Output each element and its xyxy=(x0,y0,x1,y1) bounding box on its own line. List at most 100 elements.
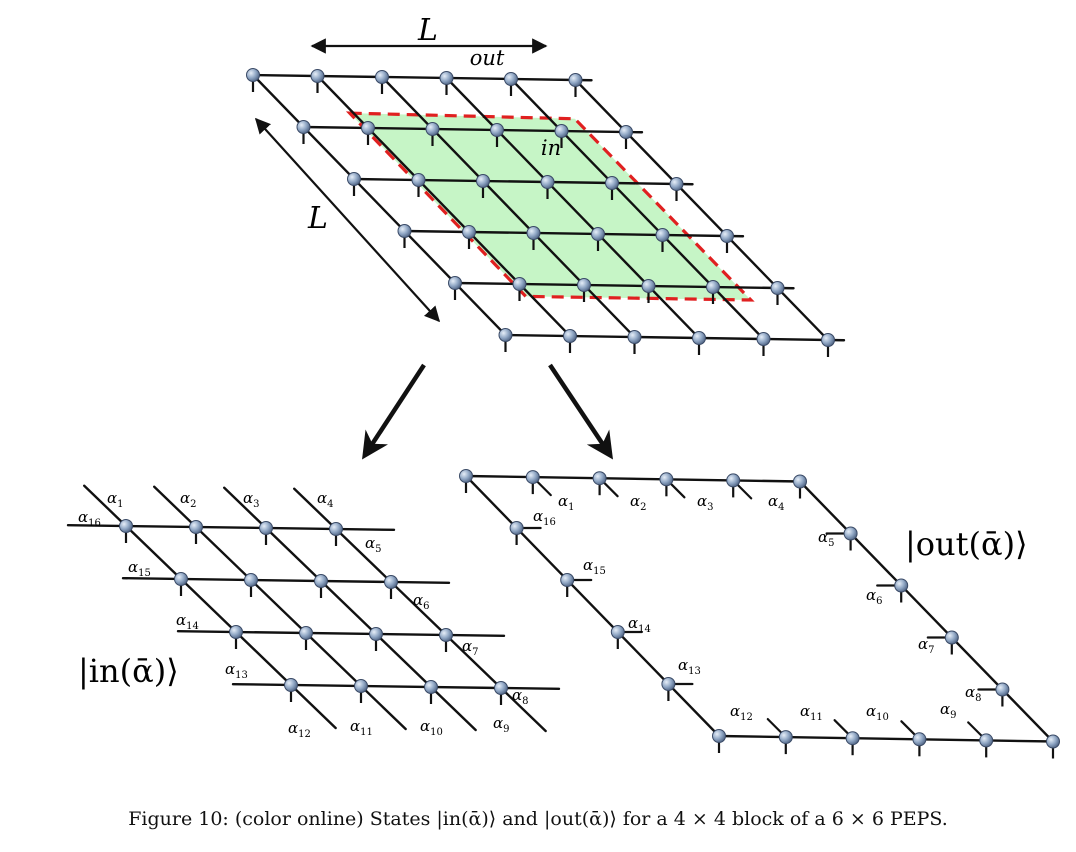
tensor-node xyxy=(246,68,260,82)
in-region-fill xyxy=(349,113,751,301)
tensor-node xyxy=(979,733,994,748)
lattice-row-bond xyxy=(453,281,795,290)
tensor-node xyxy=(354,679,368,693)
tensor-node xyxy=(229,625,243,639)
figure-caption: Figure 10: (color online) States |in(ᾱ)⟩… xyxy=(128,808,948,830)
alpha-label: α16 xyxy=(78,508,101,529)
alpha-label: α14 xyxy=(176,611,199,632)
tensor-node xyxy=(661,677,676,691)
length-arrow-side xyxy=(254,117,441,323)
tensor-node xyxy=(619,125,633,139)
tensor-node xyxy=(912,732,927,747)
alpha-label: α10 xyxy=(420,717,443,738)
tensor-node xyxy=(669,177,684,191)
alpha-label: α14 xyxy=(628,614,651,635)
tensor-node xyxy=(525,470,540,485)
alpha-label: α12 xyxy=(288,719,311,740)
out-state-label: |out(ᾱ)⟩ xyxy=(905,525,1028,563)
in-row-bond xyxy=(176,629,506,638)
tensor-node xyxy=(347,172,361,186)
alpha-label: α15 xyxy=(128,558,151,579)
in-row-bond xyxy=(66,523,396,532)
split-arrow-left xyxy=(362,363,426,460)
lattice-column-bond xyxy=(445,76,704,343)
in-label: in xyxy=(541,136,561,160)
alpha-label: α10 xyxy=(866,702,889,723)
tensor-node xyxy=(448,276,462,290)
alpha-label: α7 xyxy=(918,635,935,656)
tensor-node xyxy=(554,124,569,138)
tensor-node xyxy=(560,573,575,587)
tensor-node xyxy=(512,277,527,291)
tensor-node xyxy=(726,473,741,488)
tensor-node xyxy=(411,173,426,187)
alpha-label: α8 xyxy=(512,686,529,707)
tensor-node xyxy=(894,578,909,593)
tensor-node xyxy=(845,731,860,746)
tensor-node xyxy=(509,521,524,535)
alpha-label: α13 xyxy=(225,660,248,681)
alpha-label: α3 xyxy=(243,489,260,510)
alpha-label: α16 xyxy=(533,507,556,528)
lattice-column-bond xyxy=(574,78,833,345)
alpha-label: α3 xyxy=(697,492,714,513)
tensor-node xyxy=(361,121,375,135)
tensor-node xyxy=(424,680,438,694)
tensor-node xyxy=(329,522,343,536)
alpha-label: α11 xyxy=(350,717,373,738)
tensor-node xyxy=(314,574,328,588)
alpha-label: α6 xyxy=(866,586,883,607)
alpha-label: α7 xyxy=(462,637,479,658)
tensor-node xyxy=(296,120,311,134)
tensor-node xyxy=(706,280,720,294)
tensor-node xyxy=(995,682,1010,697)
tensor-node xyxy=(375,70,389,84)
tensor-node xyxy=(490,123,504,137)
tensor-node xyxy=(439,628,453,642)
tensor-node xyxy=(425,122,440,136)
tensor-node xyxy=(627,330,642,344)
tensor-node xyxy=(259,521,273,535)
tensor-node xyxy=(655,228,670,242)
lattice-row-bond xyxy=(504,333,846,342)
length-label-side: L xyxy=(307,201,328,236)
tensor-node xyxy=(498,328,513,342)
tensor-node xyxy=(756,332,771,346)
in-row-bond xyxy=(231,682,561,691)
alpha-label: α5 xyxy=(818,528,835,549)
alpha-label: α1 xyxy=(558,492,575,513)
tensor-node xyxy=(770,281,785,295)
tensor-node xyxy=(504,72,518,86)
length-label-top: L xyxy=(417,13,438,48)
tensor-node xyxy=(384,575,398,589)
lattice-row-bond xyxy=(403,229,745,238)
alpha-label: α8 xyxy=(965,683,982,704)
tensor-node xyxy=(244,573,258,587)
alpha-label: α6 xyxy=(413,591,430,612)
alpha-label: α4 xyxy=(317,489,334,510)
alpha-label: α11 xyxy=(800,702,823,723)
tensor-node xyxy=(284,678,298,692)
tensor-node xyxy=(174,572,188,586)
tensor-node xyxy=(821,333,835,347)
out-boundary-bonds xyxy=(463,474,1056,743)
alpha-label: α9 xyxy=(940,700,957,721)
tensor-node xyxy=(1046,734,1060,749)
in-state-label: |in(ᾱ)⟩ xyxy=(78,652,179,690)
tensor-node xyxy=(592,471,607,486)
tensor-node xyxy=(843,526,858,541)
alpha-label: α13 xyxy=(678,656,701,677)
alpha-label: α2 xyxy=(180,489,197,510)
tensor-node xyxy=(692,331,706,345)
top-peps-lattice xyxy=(246,68,846,357)
tensor-node xyxy=(712,729,726,743)
alpha-label: α9 xyxy=(493,714,510,735)
tensor-node xyxy=(369,627,383,641)
tensor-node xyxy=(540,175,555,189)
tensor-node xyxy=(494,681,508,695)
tensor-node xyxy=(944,630,959,645)
tensor-node xyxy=(310,69,325,83)
